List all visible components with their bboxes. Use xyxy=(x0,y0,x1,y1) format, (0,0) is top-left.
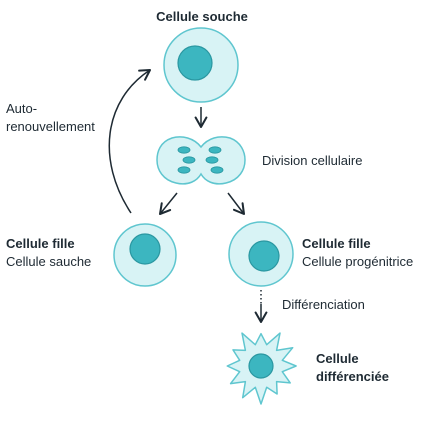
daughter-right-nucleus xyxy=(248,240,280,272)
chromosome xyxy=(208,146,222,154)
stem-cell xyxy=(163,27,239,103)
daughter-right-subtitle: Cellule progénitrice xyxy=(302,254,413,269)
chromosome xyxy=(210,166,224,174)
chromosome xyxy=(205,156,219,164)
differentiation-label: Différenciation xyxy=(282,297,365,312)
differentiated-cell-nucleus xyxy=(248,353,274,379)
daughter-left-nucleus xyxy=(129,233,161,265)
chromosome xyxy=(177,166,191,174)
daughter-left-title: Cellule fille xyxy=(6,236,75,251)
daughter-right-title: Cellule fille xyxy=(302,236,371,251)
division-label: Division cellulaire xyxy=(262,153,362,168)
daughter-left-subtitle: Cellule sauche xyxy=(6,254,91,269)
self-renewal-label-line1: Auto- xyxy=(6,101,37,116)
chromosome xyxy=(182,156,196,164)
arrow-to-right-daughter xyxy=(227,192,246,216)
arrow-to-left-daughter xyxy=(158,192,178,216)
daughter-cell-left xyxy=(113,223,177,287)
stem-cell-nucleus xyxy=(177,45,213,81)
stem-cell-label: Cellule souche xyxy=(156,9,248,24)
dividing-cell-membrane xyxy=(156,136,246,185)
daughter-cell-right xyxy=(228,221,294,287)
differentiated-label-line2: différenciée xyxy=(316,369,389,384)
differentiated-cell xyxy=(226,332,297,405)
differentiated-label-line1: Cellule xyxy=(316,351,359,366)
self-renewal-label-line2: renouvellement xyxy=(6,119,95,134)
chromosome xyxy=(177,146,191,154)
self-renewal-arrow xyxy=(108,68,152,214)
dividing-cell xyxy=(156,136,246,185)
